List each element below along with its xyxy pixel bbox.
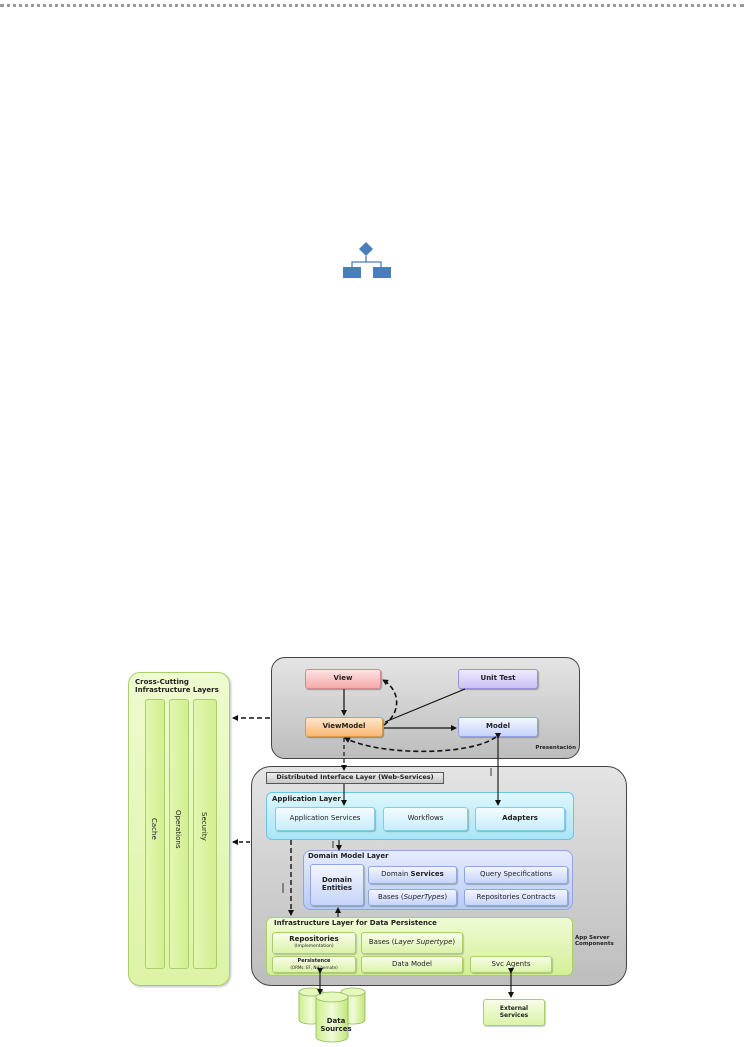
app-server-label: App Server Components bbox=[575, 934, 614, 947]
repositories-sublabel: (Implementation) bbox=[294, 944, 334, 950]
repositories-box: Repositories (Implementation) bbox=[272, 932, 356, 954]
application-services-box: Application Services bbox=[275, 807, 375, 831]
cache-column: Cache bbox=[145, 699, 165, 969]
flowchart-icon bbox=[343, 242, 391, 278]
persistence-sublabel: (ORMs: EF, NHibernate) bbox=[290, 964, 338, 970]
infra-bases-suffix: ) bbox=[452, 938, 456, 947]
data-sources-icon bbox=[298, 987, 366, 1043]
operations-column: Operations bbox=[169, 699, 189, 969]
domain-services-box: Domain Services bbox=[368, 866, 457, 884]
presentation-label: Presentación bbox=[535, 744, 576, 751]
data-model-box: Data Model bbox=[361, 956, 463, 973]
bases-layer-supertype-box: Bases (Layer Supertype) bbox=[361, 932, 463, 954]
bases-prefix: Bases ( bbox=[377, 892, 404, 901]
infra-bases-prefix: Bases ( bbox=[368, 938, 395, 947]
unit-test-box: Unit Test bbox=[458, 669, 538, 689]
distributed-interface-box: Distributed Interface Layer (Web-Service… bbox=[266, 772, 444, 784]
bases-supertypes-box: Bases (SuperTypes) bbox=[368, 889, 457, 906]
bases-italic: SuperTypes bbox=[403, 892, 445, 901]
viewmodel-box: ViewModel bbox=[305, 717, 383, 737]
external-services-box: External Services bbox=[483, 999, 545, 1026]
cache-label: Cache bbox=[150, 818, 158, 840]
application-layer-title: Application Layer bbox=[272, 795, 341, 804]
domain-model-layer-title: Domain Model Layer bbox=[308, 852, 389, 861]
repositories-contracts-box: Repositories Contracts bbox=[464, 889, 568, 906]
query-specifications-box: Query Specifications bbox=[464, 866, 568, 884]
adapters-box: Adapters bbox=[475, 807, 565, 831]
top-dotted-rule bbox=[0, 4, 744, 7]
bases-suffix: ) bbox=[444, 892, 448, 901]
repositories-label: Repositories bbox=[289, 934, 339, 943]
security-label: Security bbox=[200, 812, 208, 841]
persistence-label: Persistence bbox=[297, 957, 331, 964]
persistence-box: Persistence (ORMs: EF, NHibernate) bbox=[272, 956, 356, 973]
unit-test-to-viewmodel-line bbox=[384, 688, 466, 723]
domain-services-prefix: Domain bbox=[381, 870, 411, 879]
domain-services-bold: Services bbox=[410, 870, 444, 879]
infra-bases-italic: Layer Supertype bbox=[394, 938, 453, 947]
data-sources-label: Data Sources bbox=[320, 1017, 352, 1033]
model-to-viewmodel-dashed-arrow bbox=[344, 736, 497, 753]
infrastructure-layer-title: Infrastructure Layer for Data Persistenc… bbox=[274, 918, 437, 927]
view-box: View bbox=[305, 669, 381, 689]
workflows-box: Workflows bbox=[383, 807, 468, 831]
security-column: Security bbox=[193, 699, 217, 969]
operations-label: Operations bbox=[174, 810, 182, 849]
domain-entities-box: Domain Entities bbox=[310, 864, 364, 906]
cross-cutting-title: Cross-Cutting Infrastructure Layers bbox=[135, 678, 219, 694]
viewmodel-to-view-dashed-arrow bbox=[382, 679, 398, 726]
